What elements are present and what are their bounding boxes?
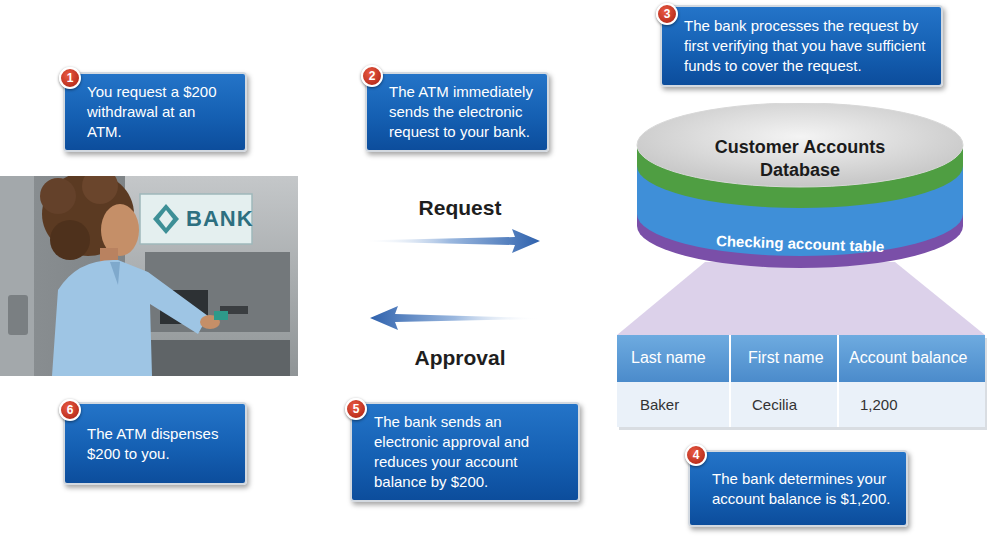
callout-text: The bank determines your account balance… bbox=[712, 469, 894, 509]
callout-number: 1 bbox=[59, 67, 81, 89]
hair-curl bbox=[82, 176, 118, 204]
flow-label: Approval bbox=[400, 346, 520, 370]
callout-text: You request a $200 withdrawal at an ATM. bbox=[87, 82, 233, 142]
callout-text: The bank processes the request by first … bbox=[684, 16, 929, 76]
callout-number: 4 bbox=[685, 444, 707, 466]
callout-text: The bank sends an electronic approval an… bbox=[374, 412, 566, 492]
database-title: Customer Accounts Database bbox=[700, 136, 900, 182]
step-callout: The bank processes the request by first … bbox=[660, 5, 943, 87]
callout-text: The ATM immediately sends the electronic… bbox=[389, 82, 535, 142]
callout-number: 6 bbox=[59, 399, 81, 421]
hair-curl bbox=[40, 178, 76, 214]
step-callout: The ATM immediately sends the electronic… bbox=[365, 72, 549, 152]
flow-label: Request bbox=[400, 196, 520, 220]
atm-photo bbox=[0, 176, 298, 376]
bank-logo-inner bbox=[159, 210, 173, 228]
bank-card bbox=[214, 311, 228, 320]
shirt bbox=[52, 260, 208, 376]
band-label: Checking account table bbox=[716, 231, 885, 257]
table-divider bbox=[837, 335, 839, 427]
table-band: Checking account table bbox=[710, 231, 890, 257]
table-header-cell: First name bbox=[748, 348, 824, 368]
collar bbox=[110, 262, 120, 285]
callout-number: 5 bbox=[345, 398, 367, 420]
table-cell: 1,200 bbox=[860, 395, 898, 415]
callout-number: 2 bbox=[361, 65, 383, 87]
bank-logo bbox=[153, 204, 179, 234]
atm-frame bbox=[0, 176, 34, 376]
hair-curl bbox=[50, 220, 90, 260]
table-cell: Cecilia bbox=[752, 395, 797, 415]
table-header bbox=[617, 335, 985, 382]
step-callout: The bank sends an electronic approval an… bbox=[350, 402, 580, 502]
database-cylinder: Customer Accounts DatabaseChecking accou… bbox=[635, 103, 965, 271]
table-divider bbox=[729, 335, 731, 427]
callout-text: The ATM dispenses $200 to you. bbox=[87, 424, 233, 464]
table-cell: Baker bbox=[640, 395, 679, 415]
step-callout: The bank determines your account balance… bbox=[688, 450, 908, 527]
approval-arrow bbox=[370, 306, 540, 330]
request-arrow bbox=[360, 229, 540, 253]
table-header-cell: Account balance bbox=[849, 348, 967, 368]
table-header-cell: Last name bbox=[631, 348, 706, 368]
sign-text: BANK bbox=[186, 206, 254, 232]
table-row bbox=[617, 382, 985, 427]
zoom-wedge bbox=[617, 262, 985, 335]
callout-number: 3 bbox=[656, 3, 678, 25]
atm-base bbox=[145, 340, 290, 376]
photo-background bbox=[0, 176, 298, 376]
step-callout: The ATM dispenses $200 to you. bbox=[63, 402, 247, 485]
frame-handle bbox=[8, 295, 28, 335]
step-callout: You request a $200 withdrawal at an ATM. bbox=[63, 72, 247, 152]
cylinder-top bbox=[637, 103, 963, 187]
